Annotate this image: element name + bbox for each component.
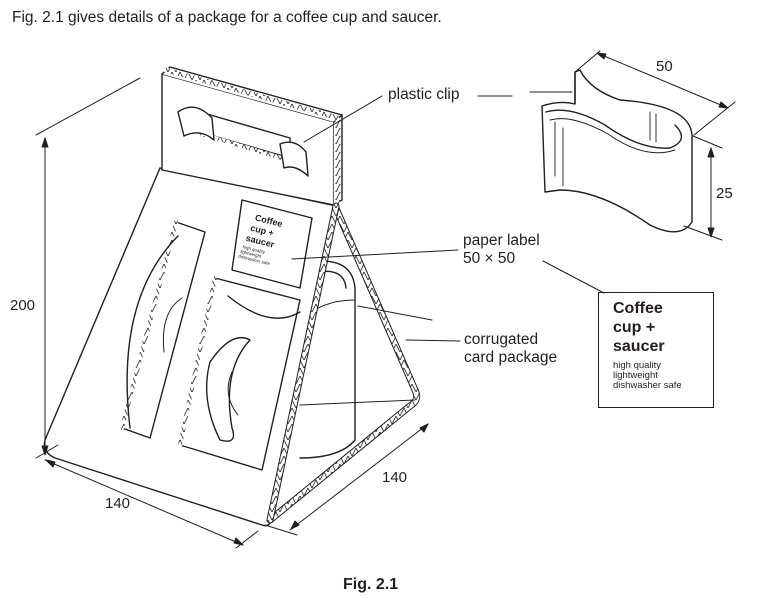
package-front-panel <box>43 66 343 527</box>
figure-caption: Fig. 2.1 <box>343 576 399 593</box>
label-title-line-3: saucer <box>613 338 665 355</box>
label-detail-line-1: high quality <box>613 360 662 371</box>
callout-plastic-clip: plastic clip <box>388 86 460 103</box>
dimension-25 <box>683 135 723 241</box>
dimension-width-label: 140 <box>105 495 131 512</box>
callout-paper-label: paper label 50 × 50 <box>463 232 540 268</box>
intro-text: Fig. 2.1 gives details of a package for … <box>12 9 442 26</box>
paper-label-enlarged: Coffee cup + saucer high quality lightwe… <box>598 292 714 408</box>
dimension-50 <box>574 50 736 136</box>
label-title-line-1: Coffee <box>613 300 663 317</box>
callout-card-package-line1: corrugated <box>464 331 539 348</box>
clip-detail-drawing <box>529 69 693 233</box>
dimension-depth-label: 140 <box>382 469 408 486</box>
label-detail-line-3: dishwasher safe <box>613 380 682 391</box>
package-label-detail-2: lightweight <box>240 249 263 259</box>
package-side-panel <box>266 202 433 524</box>
label-detail-line-2: lightweight <box>613 370 658 381</box>
leader-lines <box>291 95 605 342</box>
package-label-detail-1: high quality <box>242 244 266 255</box>
callout-paper-label-line2: 50 × 50 <box>463 250 516 267</box>
callout-card-package: corrugated card package <box>464 331 557 367</box>
callout-paper-label-line1: paper label <box>463 232 540 249</box>
dimension-140-left <box>44 459 259 549</box>
dimension-200 <box>35 77 141 459</box>
callout-card-package-line2: card package <box>464 349 558 366</box>
dimension-height-label: 200 <box>10 297 36 314</box>
dimension-140-right <box>264 423 429 536</box>
dimension-clip-height-label: 25 <box>716 185 733 202</box>
dimension-clip-length-label: 50 <box>656 58 673 75</box>
label-title-line-2: cup + <box>613 319 656 336</box>
